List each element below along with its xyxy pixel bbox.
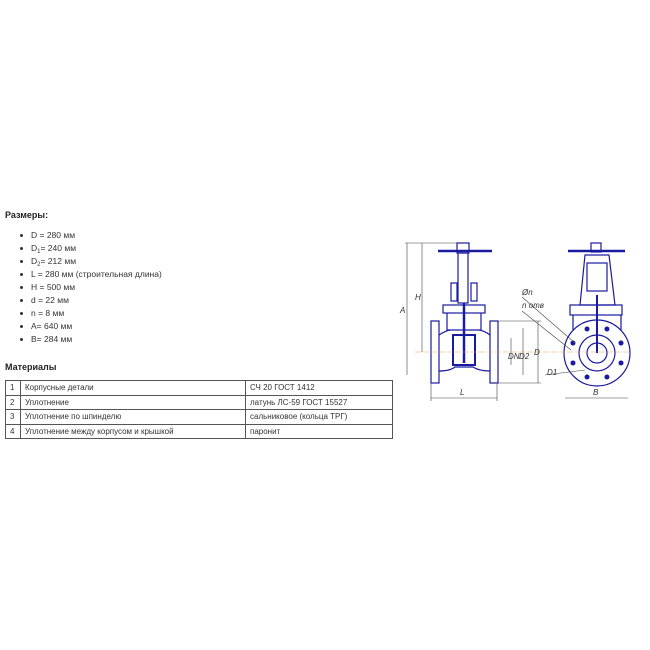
dimension-label: L xyxy=(31,269,36,279)
label-B: B xyxy=(593,388,599,397)
part-name: Корпусные детали xyxy=(20,380,246,396)
dimension-value: = 212 мм xyxy=(40,256,77,266)
dimension-label: D xyxy=(31,256,38,266)
dimension-label: d xyxy=(31,295,36,305)
label-holes: n отв xyxy=(522,301,544,310)
label-L: L xyxy=(460,388,464,397)
label-dn: Øn xyxy=(521,288,533,297)
row-number: 1 xyxy=(5,380,21,396)
material: латунь ЛС-59 ГОСТ 15527 xyxy=(245,394,393,410)
row-number: 3 xyxy=(5,409,21,425)
dimension-value: = 280 мм xyxy=(37,230,76,240)
dimension-subscript: 1 xyxy=(37,249,41,255)
material: паронит xyxy=(245,423,393,439)
dimension-item: n = 8 мм xyxy=(0,307,162,320)
dimension-item: L = 280 мм (строительная длина) xyxy=(0,268,162,281)
materials-heading: Материалы xyxy=(5,362,57,372)
row-number: 2 xyxy=(5,394,21,410)
label-H: H xyxy=(415,293,421,302)
dimension-label: B xyxy=(31,334,37,344)
dimension-label: D xyxy=(31,243,38,253)
dimension-item: d = 22 мм xyxy=(0,294,162,307)
dimension-item: D1= 240 мм xyxy=(0,242,162,255)
dimension-value: = 640 мм xyxy=(36,321,73,331)
valve-drawing: A H L DN D2 D B Øn n отв D1 xyxy=(399,242,631,401)
label-DN: DN xyxy=(508,352,520,361)
bolt-hole xyxy=(604,326,610,332)
dimension-value: = 284 мм xyxy=(36,334,73,344)
label-D2: D2 xyxy=(519,352,530,361)
bolt-hole xyxy=(584,374,590,380)
dimension-value: = 22 мм xyxy=(35,295,69,305)
dimension-value: = 240 мм xyxy=(40,243,77,253)
bolt-hole xyxy=(618,360,624,366)
dimension-subscript: 2 xyxy=(37,262,41,268)
dimension-label: n xyxy=(31,308,36,318)
label-D1: D1 xyxy=(547,368,557,377)
dimension-item: D2= 212 мм xyxy=(0,255,162,268)
bolt-hole xyxy=(570,340,576,346)
dimension-label: H xyxy=(31,282,38,292)
dimension-item: H = 500 мм xyxy=(0,281,162,294)
part-name: Уплотнение между корпусом и крышкой xyxy=(20,423,246,439)
dimensions-heading: Размеры: xyxy=(5,210,49,220)
dimension-item: A= 640 мм xyxy=(0,320,162,333)
bolt-hole xyxy=(584,326,590,332)
dimension-label: A xyxy=(31,321,37,331)
dimension-item: B= 284 мм xyxy=(0,333,162,346)
dimension-value: = 500 мм xyxy=(37,282,76,292)
label-D: D xyxy=(534,348,540,357)
part-name: Уплотнение по шпинделю xyxy=(20,409,246,425)
part-name: Уплотнение xyxy=(20,394,246,410)
bolt-hole xyxy=(570,360,576,366)
material: сальниковое (кольца ТРГ) xyxy=(245,409,393,425)
bolt-hole xyxy=(618,340,624,346)
dimension-value: = 8 мм xyxy=(35,308,65,318)
dimension-value: = 280 мм (строительная длина) xyxy=(35,269,162,279)
bolt-hole xyxy=(604,374,610,380)
dimension-item: D = 280 мм xyxy=(0,229,162,242)
label-A: A xyxy=(399,306,405,315)
dimension-label: D xyxy=(31,230,38,240)
material: СЧ 20 ГОСТ 1412 xyxy=(245,380,393,396)
row-number: 4 xyxy=(5,423,21,439)
